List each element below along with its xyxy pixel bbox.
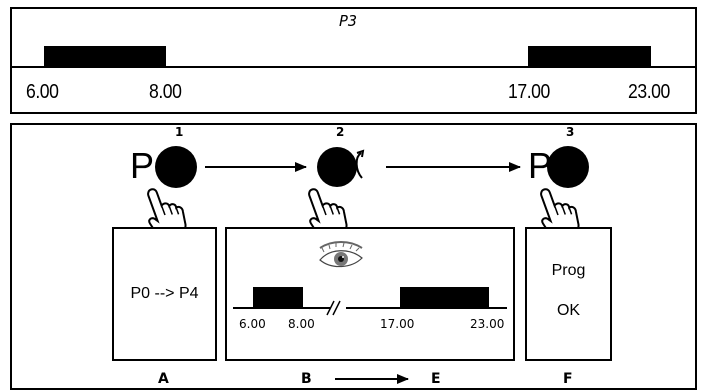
mini-timeline-period-morning bbox=[253, 287, 303, 307]
top-timeline-period-evening bbox=[528, 46, 651, 66]
step-number-1: 1 bbox=[175, 125, 184, 139]
mini-time-end-2: 23.00 bbox=[470, 317, 505, 331]
step-number-3: 3 bbox=[566, 125, 575, 139]
box-f bbox=[525, 227, 612, 361]
step1-p-label: P bbox=[130, 145, 155, 186]
top-time-start-2: 17.00 bbox=[508, 81, 550, 103]
round-button-icon bbox=[317, 147, 357, 187]
box-f-line1: Prog bbox=[551, 262, 586, 279]
top-time-end-2: 23.00 bbox=[628, 81, 670, 103]
top-time-start-1: 6.00 bbox=[26, 81, 59, 103]
rotate-arrow-icon bbox=[355, 152, 363, 179]
axis-break-mark bbox=[326, 300, 335, 316]
box-f-line2: OK bbox=[556, 302, 581, 319]
round-button-icon bbox=[547, 146, 589, 188]
top-time-end-1: 8.00 bbox=[149, 81, 182, 103]
mini-time-start-2: 17.00 bbox=[380, 317, 415, 331]
mini-time-start-1: 6.00 bbox=[239, 317, 266, 331]
box-a bbox=[112, 227, 217, 361]
box-a-letter: A bbox=[158, 371, 169, 387]
mini-timeline-period-evening bbox=[400, 287, 489, 307]
box-b-letter: B bbox=[301, 371, 312, 387]
program-label: P3 bbox=[339, 12, 358, 30]
box-a-text: P0 --> P4 bbox=[130, 285, 199, 302]
box-f-letter: F bbox=[563, 371, 573, 387]
round-button-icon bbox=[155, 146, 197, 188]
top-timeline-period-morning bbox=[44, 46, 166, 66]
step-number-2: 2 bbox=[336, 125, 345, 139]
box-e-letter: E bbox=[431, 371, 441, 387]
mini-time-end-1: 8.00 bbox=[288, 317, 315, 331]
